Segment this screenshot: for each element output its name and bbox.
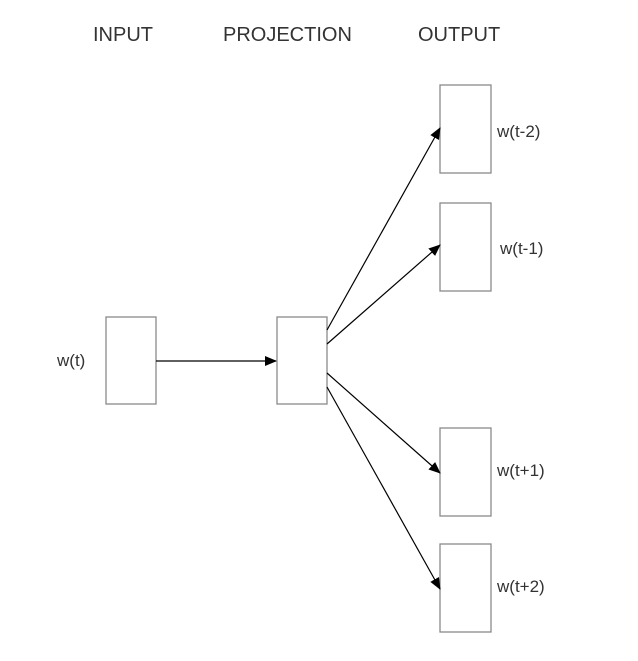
- output-node-label-t-minus-1: w(t-1): [499, 239, 543, 258]
- output-header: OUTPUT: [418, 24, 500, 46]
- output-node-label-t-plus-1: w(t+1): [496, 461, 545, 480]
- projection-node-box: [276, 316, 328, 405]
- projection-to-t-minus-1-arrow: [326, 244, 441, 345]
- output-node-box-t-minus-2: [439, 84, 492, 174]
- output-node-label-t-plus-2: w(t+2): [496, 577, 545, 596]
- projection-to-t-plus-2-arrow: [326, 386, 441, 590]
- input-node-box: [105, 316, 157, 405]
- projection-header: PROJECTION: [223, 24, 352, 46]
- output-node-box-t-minus-1: [439, 202, 492, 292]
- input-header: INPUT: [93, 24, 153, 46]
- output-node-label-t-minus-2: w(t-2): [496, 122, 540, 141]
- output-node-box-t-plus-1: [439, 427, 492, 517]
- input-node-label: w(t): [56, 351, 85, 370]
- projection-to-t-plus-1-arrow: [326, 372, 441, 474]
- projection-to-t-minus-2-arrow: [326, 127, 441, 331]
- output-node-box-t-plus-2: [439, 543, 492, 633]
